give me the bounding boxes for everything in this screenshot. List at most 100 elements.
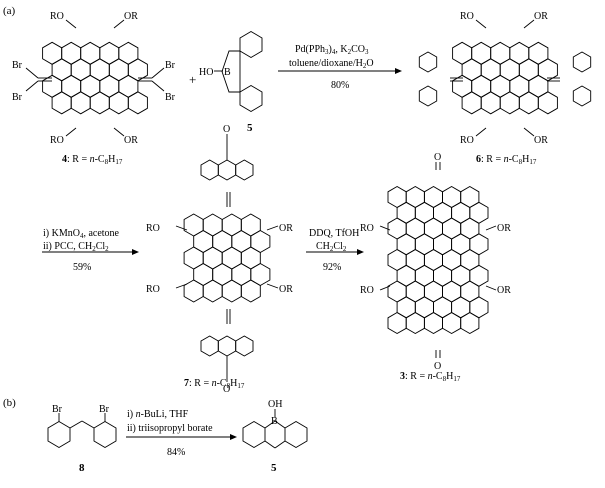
aromatic-ring [183,213,204,237]
aromatic-ring [418,85,438,107]
aromatic-ring [235,335,254,357]
aromatic-ring [61,74,82,98]
aromatic-ring [451,233,471,256]
part-a-label: (a) [3,5,16,17]
aromatic-ring [200,335,219,357]
c3-or-3: OR [497,223,511,234]
c4-or-3: RO [50,135,64,146]
aromatic-ring [451,264,471,287]
aromatic-ring [231,229,252,254]
aromatic-ring [240,213,261,237]
compound-7-structure [175,134,279,382]
aromatic-ring [250,262,271,287]
aromatic-ring [461,58,482,82]
aromatic-ring [518,58,539,82]
aromatic-ring [509,41,530,65]
aromatic-ring [202,246,223,270]
c7-or-3: OR [279,223,293,234]
c4-br-2: Br [12,92,23,103]
aromatic-ring [433,233,453,256]
aromatic-ring [433,264,453,287]
aromatic-ring [499,58,520,82]
step3-reagent-1: DDQ, TfOH [309,228,359,239]
c3-or-2: RO [360,285,374,296]
c3-or-4: OR [497,285,511,296]
aromatic-ring [127,91,148,115]
c7-or-1: RO [146,223,160,234]
step3-yield: 92% [323,262,341,273]
aromatic-ring [235,159,254,181]
aromatic-ring [433,296,453,319]
aromatic-ring [108,91,129,115]
c6-or-3: RO [460,135,474,146]
arrowhead-step-2 [132,249,139,255]
c4-or-4: OR [124,135,138,146]
step3-reagent-2: CH2Cl2 [316,241,347,253]
arrowhead-step-1 [395,68,402,74]
c4-br-1: Br [12,60,23,71]
aromatic-ring [433,201,453,224]
c5-b: B [224,67,231,78]
aromatic-ring [80,74,101,98]
aromatic-ring [518,91,539,115]
aromatic-ring [231,262,252,287]
aromatic-ring [499,91,520,115]
compound-7-label: 7: R = n-C8H17 [184,378,245,390]
aromatic-ring [490,41,511,65]
aromatic-ring [70,91,91,115]
c7-o-bottom: O [223,384,230,395]
aromatic-ring [469,201,489,224]
c4-or-2: OR [124,11,138,22]
aromatic-ring [200,159,219,181]
arrowhead-step-3 [357,249,364,255]
aromatic-ring [193,229,214,254]
aromatic-ring [405,311,425,335]
aromatic-ring [528,74,549,98]
aromatic-ring [480,58,501,82]
aromatic-ring [460,311,480,335]
aromatic-ring [51,58,72,82]
aromatic-ring [70,58,91,82]
aromatic-ring [202,213,223,237]
aromatic-ring [99,74,120,98]
compound-8-structure [47,413,117,449]
step2-yield: 59% [73,262,91,273]
c7-or-4: OR [279,284,293,295]
aromatic-ring [414,233,434,256]
c6-or-1: RO [460,11,474,22]
aromatic-ring [414,296,434,319]
aromatic-ring [414,201,434,224]
aromatic-ring [423,311,443,335]
aromatic-ring [414,264,434,287]
aromatic-ring [127,58,148,82]
aromatic-ring [452,41,473,65]
aromatic-ring [537,58,558,82]
aromatic-ring [118,41,139,65]
step1-reagent-2: toluene/dioxane/H2O [289,58,374,70]
aromatic-ring [469,264,489,287]
aromatic-ring [240,279,261,303]
compound-8-number: 8 [79,462,85,474]
c4-br-3: Br [165,60,176,71]
aromatic-ring [396,264,416,287]
aromatic-ring [396,296,416,319]
c5-ho: HO [199,67,213,78]
aromatic-ring [469,233,489,256]
aromatic-ring [118,74,139,98]
c8-br-2: Br [99,404,110,415]
part-b-label: (b) [3,397,16,409]
compound-5-number: 5 [247,122,253,134]
aromatic-ring [193,262,214,287]
aromatic-ring [451,296,471,319]
compound-3-structure [379,162,497,358]
step2-reagent-2: ii) PCC, CH2Cl2 [43,241,109,253]
aromatic-ring [108,58,129,82]
compound-3-label: 3: R = n-C8H17 [400,371,461,383]
compound-5b-structure [242,409,308,449]
aromatic-ring [212,262,233,287]
aromatic-ring [461,91,482,115]
compound-4-structure [25,19,165,137]
aromatic-ring [183,279,204,303]
aromatic-ring [51,91,72,115]
